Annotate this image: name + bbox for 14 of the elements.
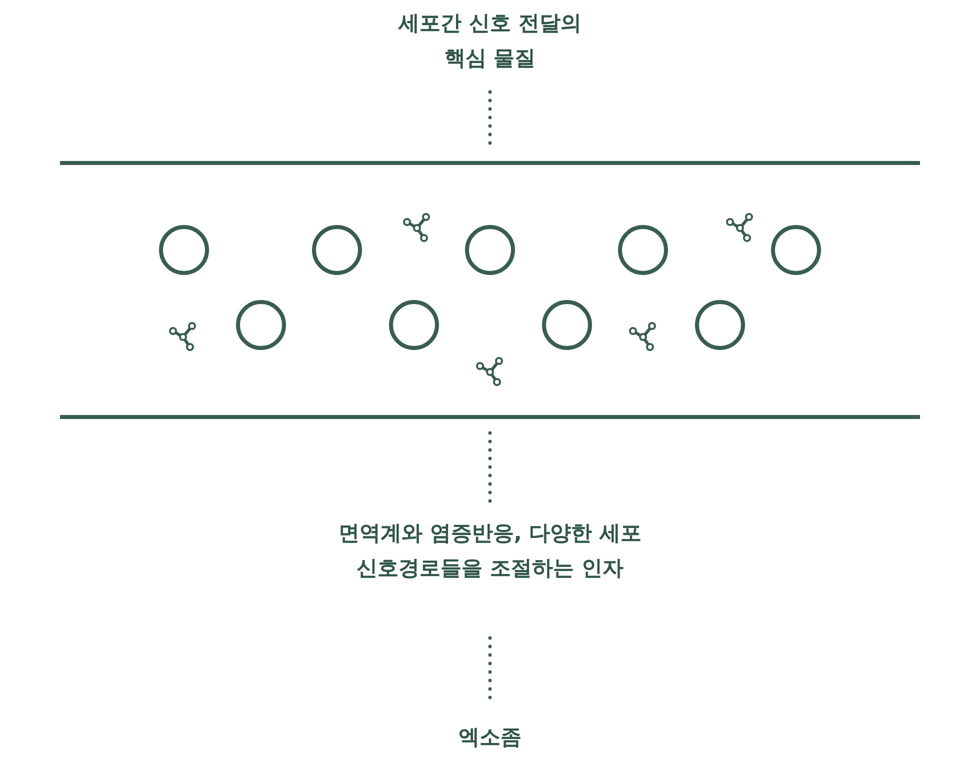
caption-text: 엑소좀 [420, 720, 560, 758]
caption-text: 면역계와 염증반응, 다양한 세포 신호경로들을 조절하는 인자 [330, 516, 650, 624]
dotted-connector [488, 431, 492, 504]
vesicle-circle [542, 300, 592, 350]
vesicle-circle [618, 225, 668, 275]
vesicle-circle [389, 300, 439, 350]
vesicle-circle [695, 300, 745, 350]
vesicle-circle [312, 225, 362, 275]
vesicle-circle [236, 300, 286, 350]
vesicle-circle [159, 225, 209, 275]
membrane-band [60, 161, 920, 419]
vesicle-circle [771, 225, 821, 275]
caption-text: 세포간 신호 전달의 핵심 물질 [375, 6, 605, 78]
vesicle-circle [465, 225, 515, 275]
